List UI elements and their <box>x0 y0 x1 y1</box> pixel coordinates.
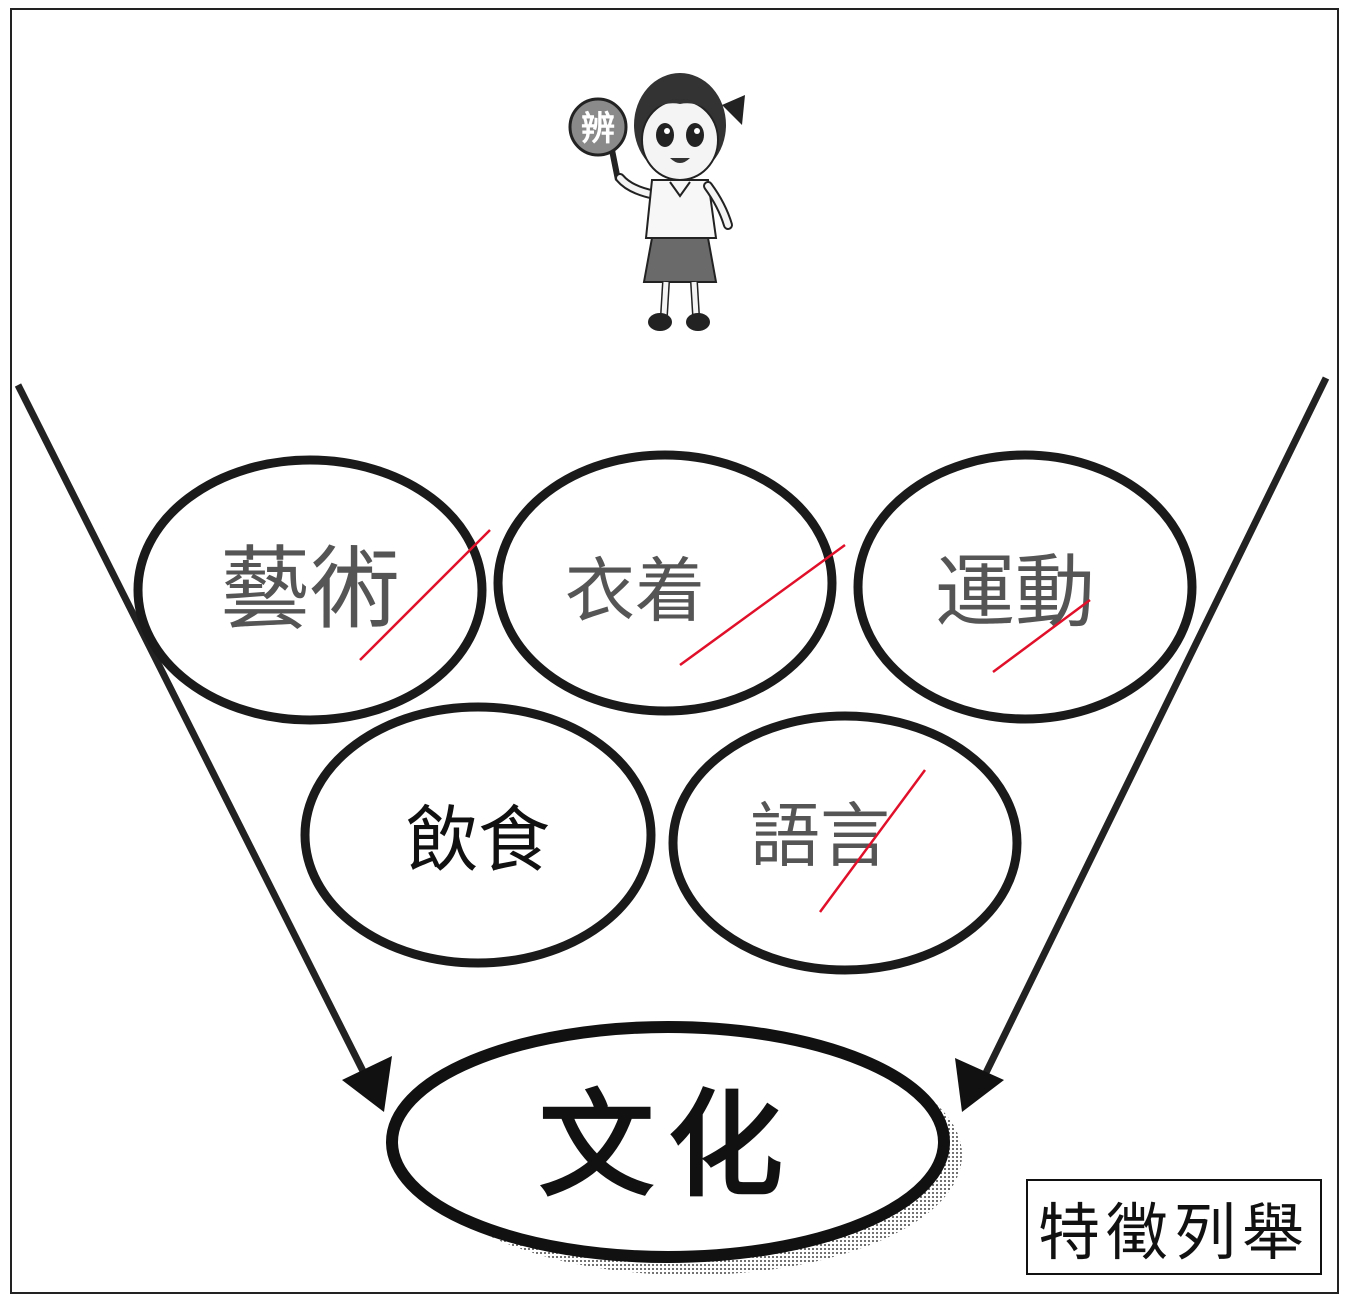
circle-arts: 藝術 <box>133 455 491 725</box>
circle-sports: 運動 <box>853 450 1197 724</box>
corner-label: 特徵列舉 <box>1026 1179 1322 1275</box>
red-check-mark <box>992 598 1091 674</box>
circle-clothing: 衣着 <box>493 450 846 716</box>
circle-food-text: 飲食 <box>406 798 550 882</box>
red-check-mark <box>818 769 927 913</box>
circle-language-text: 語言 <box>750 795 890 877</box>
left-arrowhead-icon <box>342 1056 392 1112</box>
red-check-mark <box>679 543 846 667</box>
red-check-mark <box>359 529 491 661</box>
magnifier-badge-icon <box>568 97 628 157</box>
right-funnel-arrow <box>955 376 1330 1112</box>
left-funnel-arrow <box>14 383 392 1112</box>
circle-arts-text: 藝術 <box>220 537 400 642</box>
culture-text: 文化 <box>539 1078 797 1213</box>
badge-text: 辨 <box>581 109 615 149</box>
circle-language: 語言 <box>668 711 1022 975</box>
right-arrowhead-icon <box>955 1058 1004 1112</box>
mascot-girl-icon: 辨 <box>568 73 745 331</box>
circle-food: 飲食 <box>300 702 656 968</box>
corner-label-text: 特徵列舉 <box>1037 1196 1310 1269</box>
circle-clothing-text: 衣着 <box>565 550 705 632</box>
page-border <box>10 8 1339 1294</box>
culture-oval: 文化 <box>386 1021 962 1275</box>
circle-sports-text: 運動 <box>935 546 1095 639</box>
